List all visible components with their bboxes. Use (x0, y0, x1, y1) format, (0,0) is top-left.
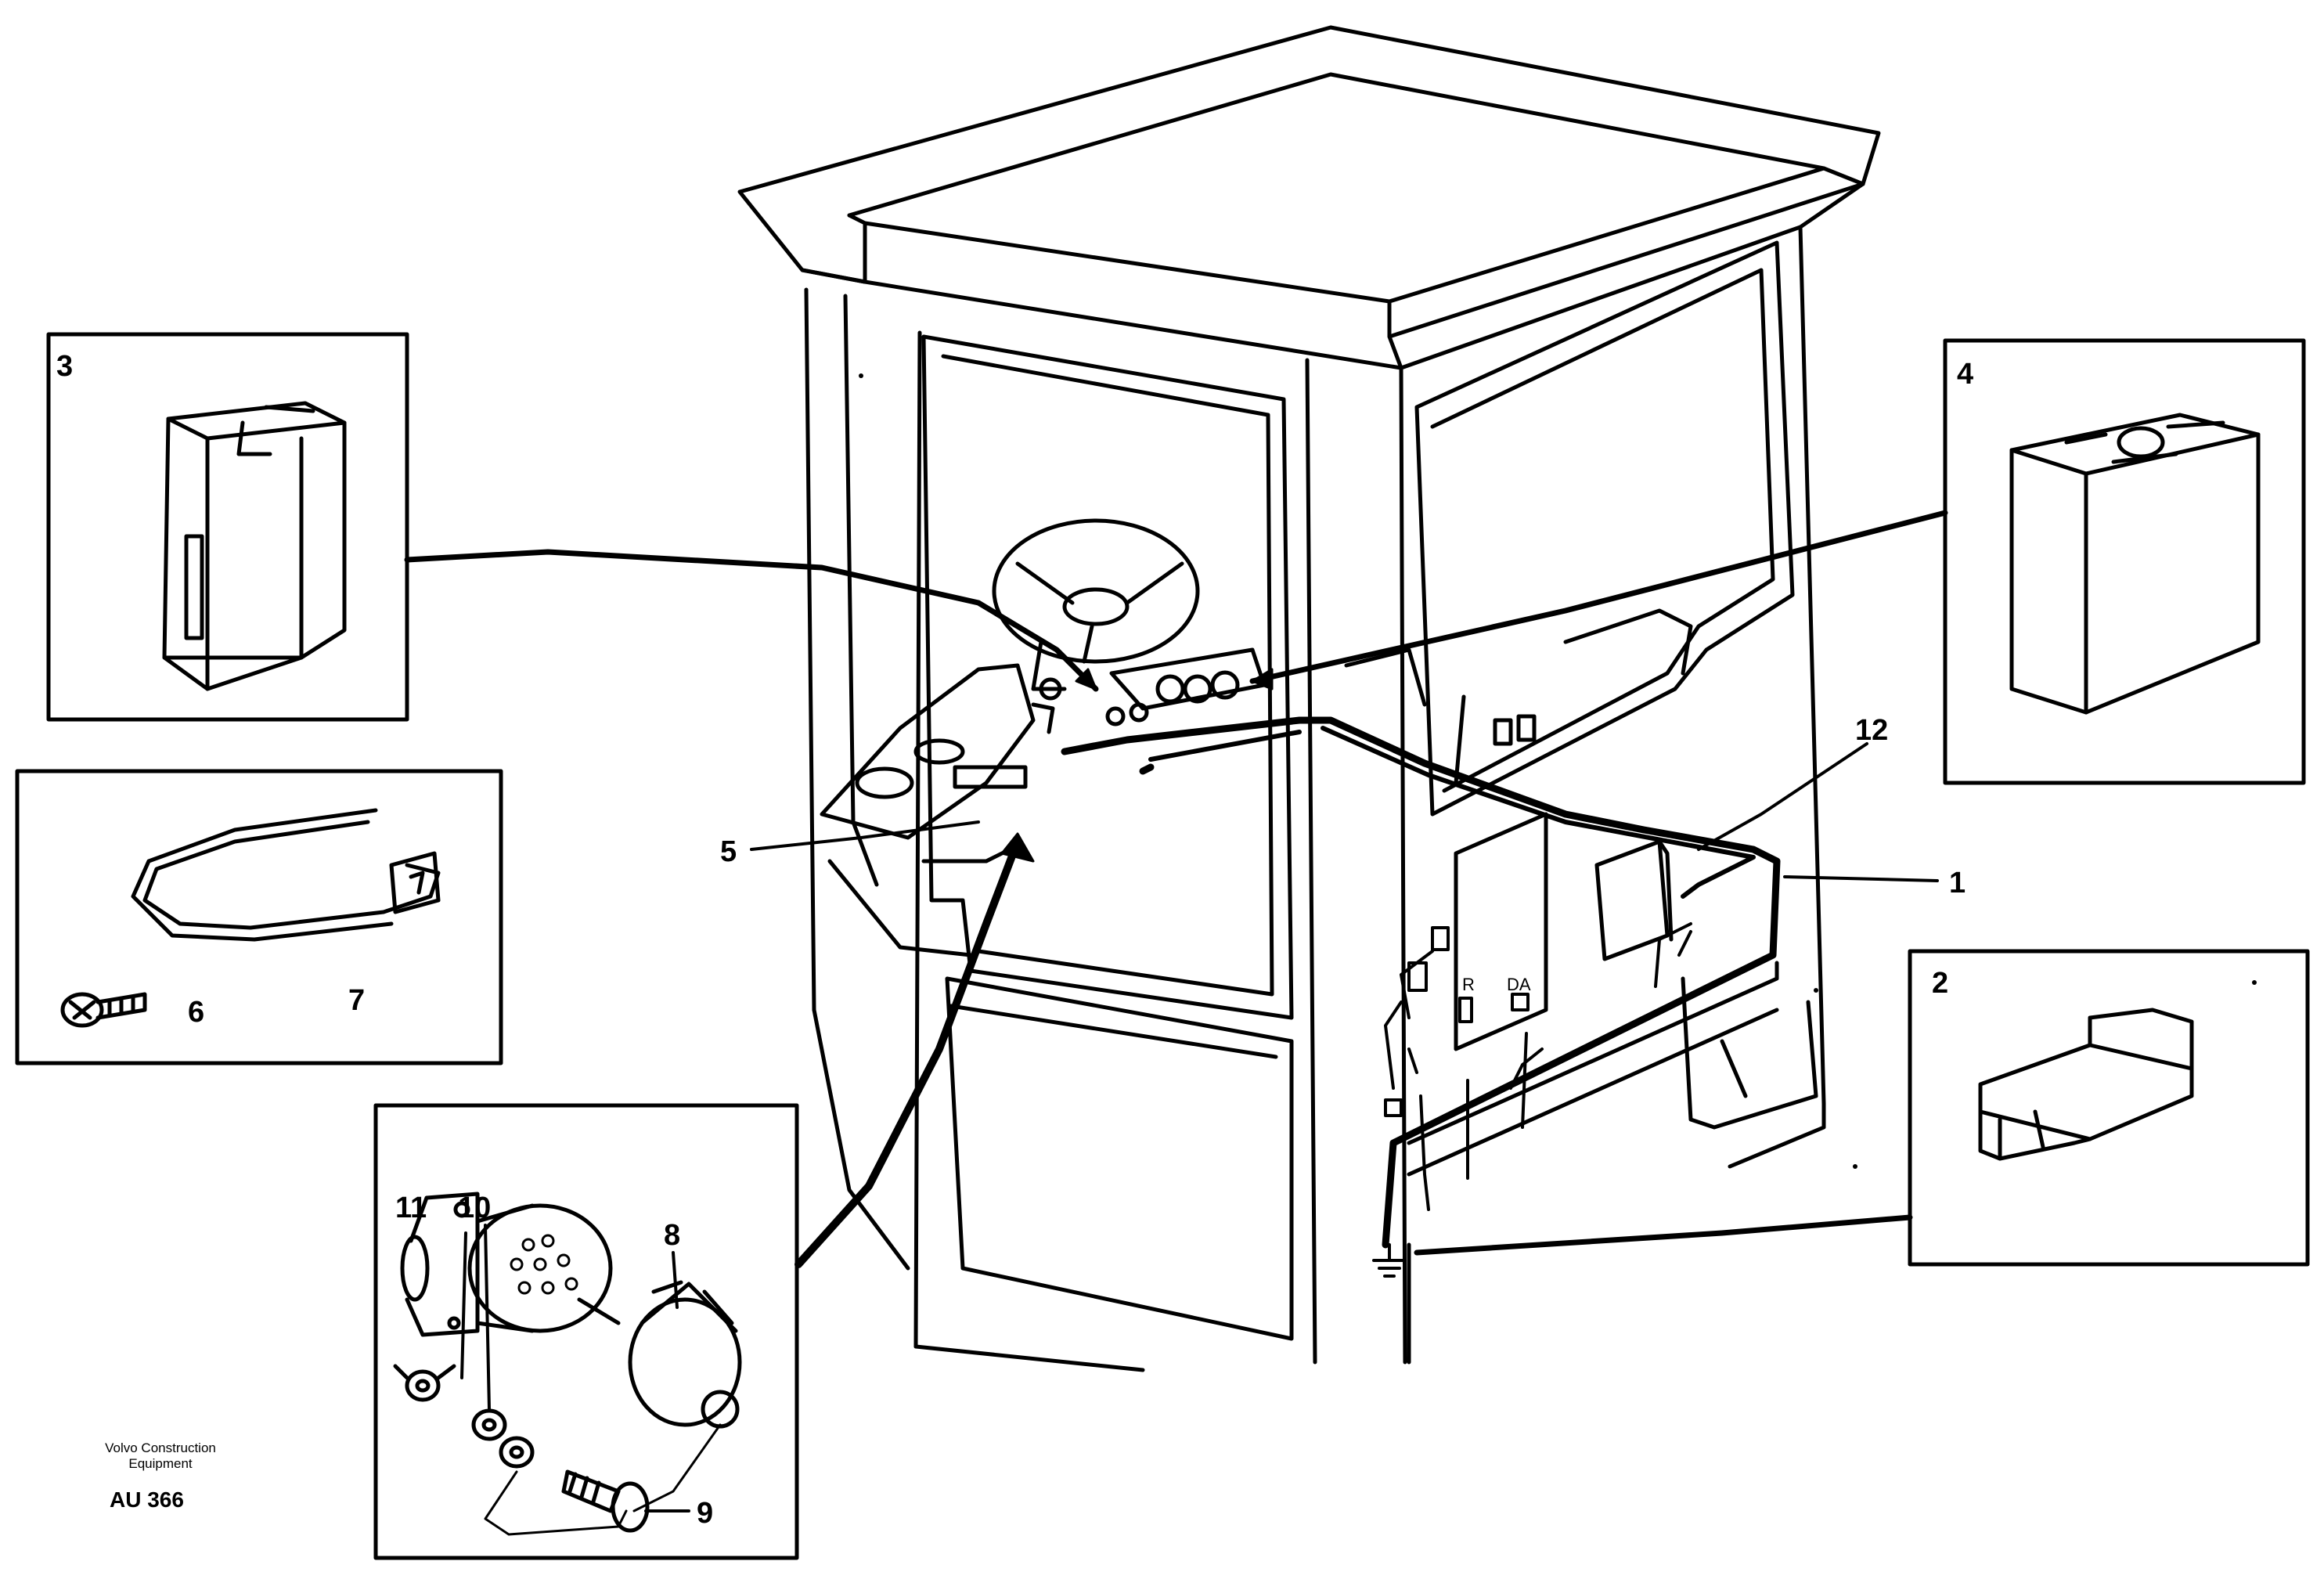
washer-11 (405, 1369, 441, 1402)
bolt-9 (561, 1469, 650, 1533)
cab-front-left-pillar (804, 287, 816, 1012)
detail-panel-connector (373, 1103, 799, 1560)
cable-tie (142, 820, 441, 930)
ground-symbol (1372, 1243, 1407, 1278)
credit-line-2: Equipment (128, 1456, 193, 1471)
detail-panel-6-7 (15, 769, 503, 1065)
cab-floor-rail (1407, 961, 1779, 1145)
detail-panel-4 (1943, 338, 2306, 785)
panel-mark-r: R (1462, 975, 1475, 994)
callout-9: 9 (697, 1497, 713, 1530)
steering-wheel (992, 518, 1200, 691)
callout-5: 5 (720, 835, 737, 868)
figure-code: AU 366 (110, 1487, 184, 1512)
cab-illustration (737, 25, 2257, 1372)
detail-panel-3 (46, 332, 409, 722)
callout-11: 11 (395, 1192, 427, 1224)
wiring-harness (1061, 716, 1781, 1249)
harness-branches (1384, 922, 1692, 1211)
callout-1: 1 (1949, 867, 1965, 900)
callout-12: 12 (1855, 714, 1888, 747)
callout-4: 4 (1957, 358, 1973, 391)
callouts: 1 2 3 4 5 6 7 8 9 10 11 12 (56, 350, 1973, 1530)
connector-body (467, 1203, 613, 1333)
electrical-panel (1454, 812, 1548, 1051)
callout-10: 10 (458, 1192, 491, 1224)
detail-panel-2 (1908, 949, 2310, 1267)
screw-6 (60, 992, 147, 1028)
cap-8 (628, 1280, 742, 1429)
panel-markings: R DA (1462, 975, 1531, 994)
cab-side-window (1414, 240, 1795, 817)
callout-3: 3 (56, 350, 73, 383)
callout-8: 8 (664, 1219, 680, 1252)
callout-7: 7 (348, 984, 365, 1017)
relay-12 (1594, 839, 1670, 961)
gauge-2 (1183, 674, 1212, 704)
washer-10b (499, 1436, 535, 1469)
credit-block: Volvo Construction Equipment AU 366 (105, 1440, 216, 1512)
callout-2: 2 (1932, 967, 1948, 1000)
washer-10a (471, 1408, 507, 1441)
leader-lines (404, 510, 1948, 1268)
credit-line-1: Volvo Construction (105, 1440, 216, 1455)
panel-mark-da: DA (1507, 975, 1531, 994)
gauge-1 (1155, 674, 1185, 704)
callout-6: 6 (188, 996, 204, 1029)
gauge-3 (1210, 670, 1240, 700)
